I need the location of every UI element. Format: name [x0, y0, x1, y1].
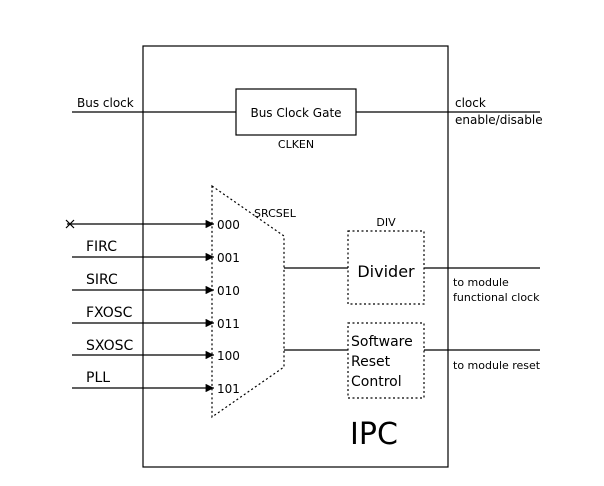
srcsel-label: SRCSEL — [254, 207, 297, 220]
bus-output-label-line2: enable/disable — [455, 113, 543, 127]
unconnected-x-mark — [65, 219, 75, 229]
mux-code-010: 010 — [217, 284, 240, 298]
ipc-label: IPC — [350, 417, 398, 452]
source-label-firc: FIRC — [86, 239, 117, 255]
source-label-sxosc: SXOSC — [86, 338, 133, 354]
clken-label: CLKEN — [278, 138, 314, 151]
bus-output-label-line1: clock — [455, 96, 486, 110]
software-reset-control-box — [347, 322, 425, 399]
reset-label-line3: Control — [351, 374, 402, 390]
bus-clock-label: Bus clock — [77, 96, 134, 110]
divider-output-label-line1: to module — [453, 276, 509, 289]
bus-clock-gate-label: Bus Clock Gate — [250, 106, 341, 120]
divider-label: Divider — [357, 262, 415, 281]
mux-code-000: 000 — [217, 218, 240, 232]
srcsel-mux — [211, 184, 285, 419]
mux-code-100: 100 — [217, 349, 240, 363]
mux-code-011: 011 — [217, 317, 240, 331]
reset-output-label: to module reset — [453, 359, 541, 372]
mux-code-101: 101 — [217, 382, 240, 396]
bus-clock-gate-box — [235, 88, 357, 136]
source-label-pll: PLL — [86, 370, 110, 386]
div-group-label: DIV — [376, 216, 396, 229]
reset-label-line2: Reset — [351, 354, 391, 370]
source-label-fxosc: FXOSC — [86, 305, 133, 321]
mux-code-001: 001 — [217, 251, 240, 265]
divider-output-label-line2: functional clock — [453, 291, 540, 304]
reset-label-line1: Software — [351, 334, 413, 350]
source-label-sirc: SIRC — [86, 272, 118, 288]
